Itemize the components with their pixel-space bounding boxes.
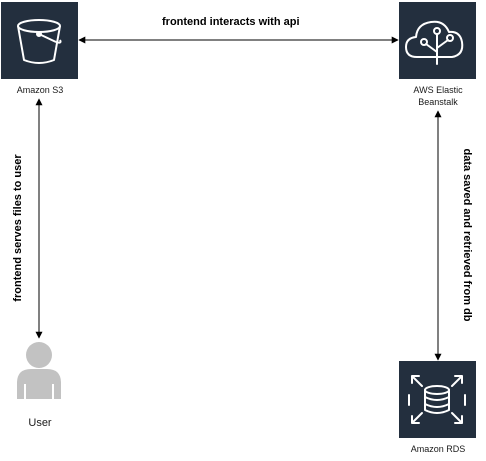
s3-node[interactable] [1,2,78,79]
beanstalk-label: AWS Elastic Beanstalk [413,85,463,107]
bucket-icon [17,19,62,64]
database-icon [408,375,466,424]
s3-label: Amazon S3 [16,85,64,95]
rds-label: Amazon RDS [410,444,466,454]
edge-label-beanstalk-rds: data saved and retrieved from db [461,148,473,322]
rds-node[interactable] [399,361,476,438]
edge-label-s3-beanstalk: frontend interacts with api [162,16,300,28]
edge-label-s3-user: frontend serves files to user [12,154,24,302]
user-icon[interactable] [17,342,61,399]
beanstalk-node[interactable] [399,2,476,79]
elastic-beanstalk-icon [405,20,464,65]
user-label: User [28,417,52,429]
